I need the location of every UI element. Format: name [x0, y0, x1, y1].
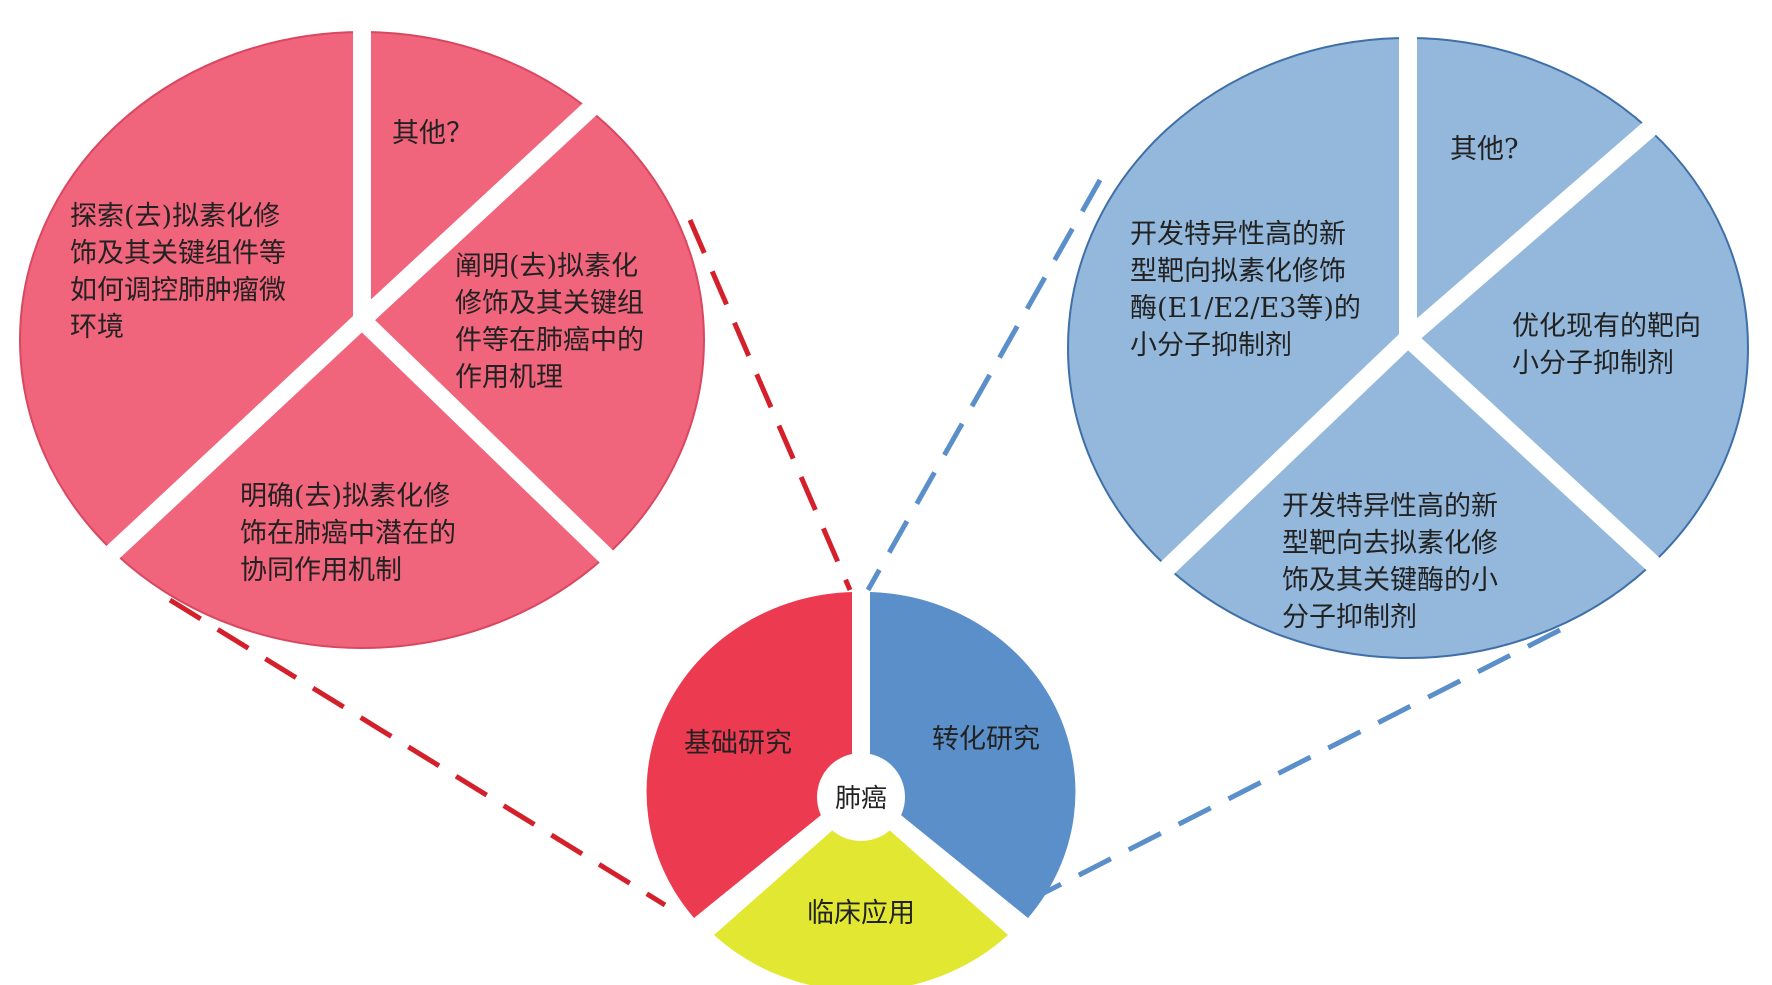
left-explore-label: 探索(去)拟素化修 饰及其关键组件等 如何调控肺肿瘤微 环境: [70, 201, 295, 343]
right-other-label: 其他?: [1450, 134, 1518, 165]
left-other-label: 其他？: [392, 118, 473, 149]
center-pie: 肺癌 基础研究 转化研究 临床应用: [646, 592, 1076, 985]
right-connector-lower: [1028, 627, 1562, 903]
right-develop-de-label: 开发特异性高的新 型靶向去拟素化修 饰及其关键酶的小 分子抑制剂: [1282, 491, 1507, 633]
center-translational-label: 转化研究: [932, 724, 1040, 755]
center-hub-label: 肺癌: [835, 784, 887, 814]
right-optimize-label: 优化现有的靶向 小分子抑制剂: [1512, 311, 1710, 379]
center-basic-segment: [646, 592, 852, 918]
left-connector-upper: [687, 219, 853, 591]
right-develop-new-label: 开发特异性高的新 型靶向拟素化修饰 酶(E1/E2/E3等)的 小分子抑制剂: [1130, 219, 1370, 361]
center-basic-label: 基础研究: [684, 728, 792, 759]
right-pie-separator-right: [1402, 108, 1671, 345]
right-pie-separator-lower-right: [1401, 331, 1672, 582]
right-pie-separator-lower-left: [1153, 331, 1415, 582]
left-elucidate-label: 阐明(去)拟素化 修饰及其关键组 件等在肺癌中的 作用机理: [455, 251, 653, 393]
right-pie: 其他? 开发特异性高的新 型靶向拟素化修饰 酶(E1/E2/E3等)的 小分子抑…: [1067, 20, 1749, 659]
left-pie-separator-lower-left: [103, 313, 369, 562]
center-clinical-label: 临床应用: [807, 898, 915, 929]
left-connector-lower: [168, 597, 667, 908]
right-connectors: [865, 178, 1562, 903]
right-connector-upper: [865, 178, 1103, 592]
left-connectors: [168, 219, 853, 908]
center-hub: [817, 753, 905, 841]
left-pie: 其他？ 探索(去)拟素化修 饰及其关键组件等 如何调控肺肿瘤微 环境 阐明(去)…: [19, 10, 705, 649]
left-clarify-label: 明确(去)拟素化修 饰在肺癌中潜在的 协同作用机制: [240, 481, 465, 586]
left-pie-separator-lower-right: [355, 313, 617, 567]
center-translational-segment: [870, 592, 1076, 918]
center-clinical-segment: [714, 805, 1008, 985]
left-pie-separator-right: [355, 88, 612, 327]
